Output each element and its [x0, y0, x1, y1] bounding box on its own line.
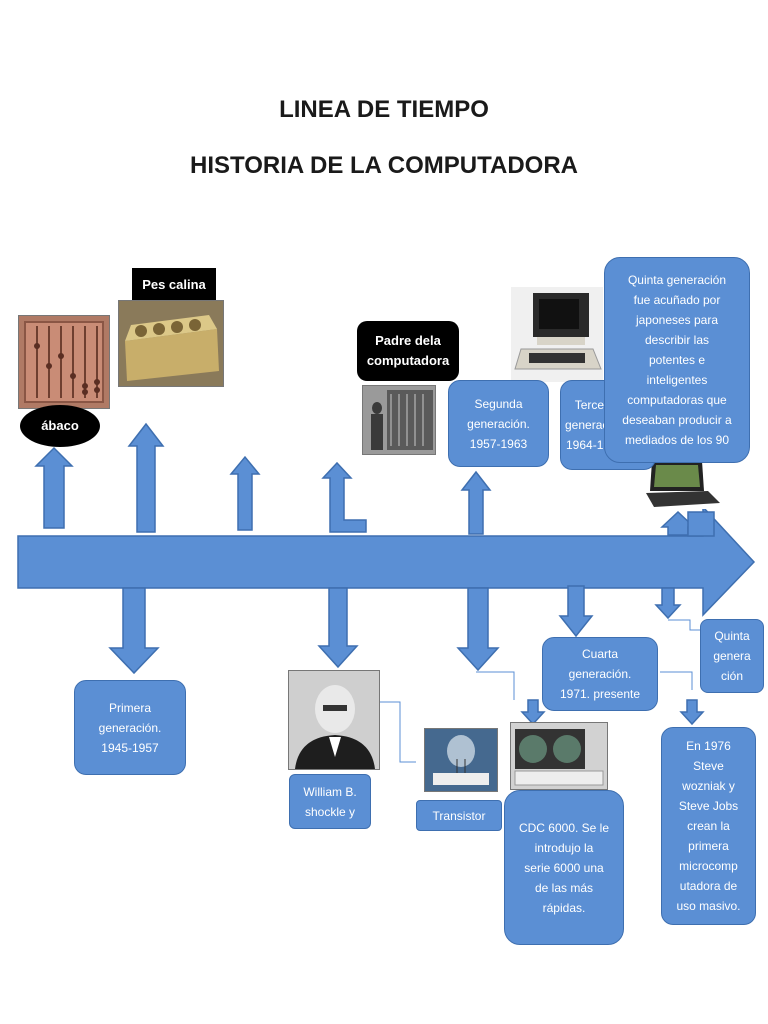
cdc-6000-image — [510, 722, 608, 790]
shockley-portrait-image — [288, 670, 380, 770]
title-line1: LINEA DE TIEMPO — [279, 96, 489, 123]
cdc-6000-box: CDC 6000. Se le introdujo la serie 6000 … — [504, 790, 624, 945]
abacus-image — [18, 315, 110, 409]
small-square — [687, 511, 715, 537]
up-arrow-4 — [321, 461, 367, 533]
down-arrow-7 — [679, 699, 705, 726]
william-shockley-box: William B. shockle y — [289, 774, 371, 829]
computer-pioneer-image — [362, 385, 436, 455]
william-shockley-text: William B. shockle y — [303, 784, 357, 819]
primera-generacion-box: Primera generación. 1945-1957 — [74, 680, 186, 775]
down-arrow-5 — [654, 587, 682, 620]
wozniak-jobs-text: En 1976 Steve wozniak y Steve Jobs crean… — [676, 739, 741, 913]
down-arrow-3 — [456, 587, 500, 672]
up-arrow-5 — [460, 470, 492, 535]
cdc-6000-text: CDC 6000. Se le introdujo la serie 6000 … — [518, 820, 610, 915]
up-arrow-1 — [34, 446, 74, 529]
padre-label: Padre dela computadora — [357, 321, 459, 381]
quinta-generacion-description-box: Quinta generación fue acuñado por japone… — [604, 257, 750, 463]
laptop-image — [642, 457, 722, 509]
apple-computer-image — [511, 287, 603, 382]
wozniak-jobs-box: En 1976 Steve wozniak y Steve Jobs crean… — [661, 727, 756, 925]
transistor-image — [424, 728, 498, 792]
title-line2: HISTORIA DE LA COMPUTADORA — [190, 152, 578, 179]
up-arrow-3 — [229, 455, 261, 531]
abaco-label: ábaco — [20, 405, 100, 447]
quinta-generacion-text: Quinta genera ción — [713, 629, 751, 683]
cuarta-generacion-box: Cuarta generación. 1971. presente — [542, 637, 658, 711]
segunda-generacion-box: Segunda generación. 1957-1963 — [448, 380, 549, 467]
down-arrow-1 — [108, 587, 160, 675]
pascaline-image — [118, 300, 224, 387]
down-arrow-6 — [520, 699, 546, 726]
down-arrow-4 — [558, 585, 594, 638]
transistor-box: Transistor — [416, 800, 502, 831]
quinta-generacion-description-text: Quinta generación fue acuñado por japone… — [622, 273, 732, 447]
pescalina-label: Pes calina — [132, 268, 216, 302]
primera-generacion-text: Primera generación. 1945-1957 — [98, 700, 162, 755]
transistor-text: Transistor — [432, 808, 486, 823]
segunda-generacion-text: Segunda generación. 1957-1963 — [467, 396, 530, 451]
up-arrow-2 — [127, 422, 165, 533]
cuarta-generacion-text: Cuarta generación. 1971. presente — [559, 647, 641, 701]
down-arrow-2 — [317, 587, 359, 669]
quinta-generacion-box: Quinta genera ción — [700, 619, 764, 693]
